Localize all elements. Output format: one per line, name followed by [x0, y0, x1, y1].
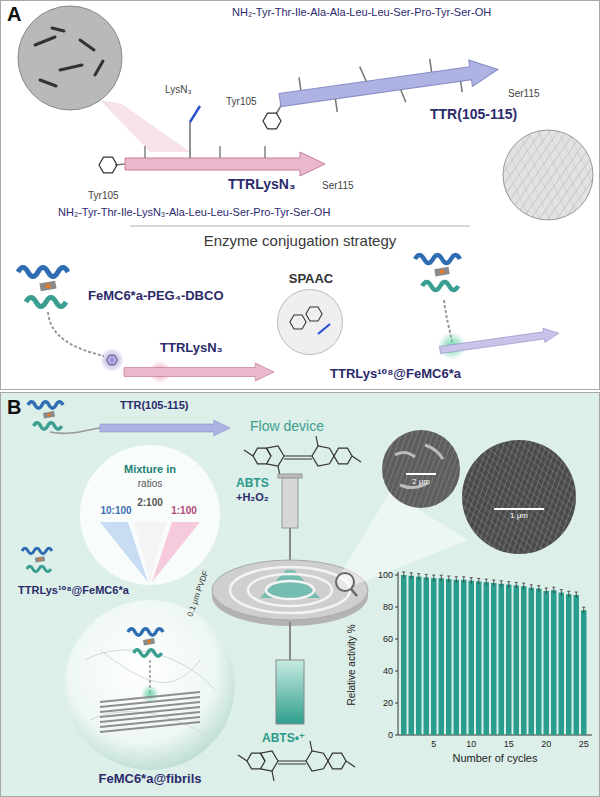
error-bar: [530, 585, 533, 591]
peptide-name: TTR(105-115): [430, 106, 517, 123]
axis-tick: 10: [466, 739, 476, 750]
axis-tick: 25: [579, 739, 589, 750]
axis-tick: 80: [383, 602, 393, 613]
bar: [424, 577, 430, 735]
node-text: 1:100: [171, 505, 197, 517]
axis-tick: 15: [504, 739, 514, 750]
node-text: Mixture in: [124, 463, 176, 476]
section-heading: Enzyme conjugation strategy: [204, 232, 397, 250]
bar: [581, 610, 587, 735]
peptide-sequence: NH₂-Tyr-Thr-Ile-LysN₃-Ala-Leu-Leu-Ser-Pr…: [58, 206, 330, 219]
axis-tick: 40: [383, 666, 393, 677]
axis-title: Relative activity %: [346, 624, 358, 705]
error-bar: [477, 578, 480, 584]
error-bar: [507, 582, 510, 588]
error-bar: [455, 577, 458, 583]
bar: [401, 575, 407, 735]
bar: [416, 577, 422, 735]
bar: [476, 581, 482, 735]
error-bar: [560, 590, 563, 596]
bar: [574, 595, 580, 735]
node-text: 10:100: [100, 505, 131, 517]
axis-tick: 20: [541, 739, 551, 750]
bar: [431, 578, 437, 735]
error-bar: [537, 586, 540, 592]
bar: [566, 594, 572, 735]
error-bar: [582, 607, 585, 613]
axis-title: Number of cycles: [453, 752, 538, 765]
sem-inset: 2 μm: [382, 430, 460, 508]
compound-name: FeMC6*a-PEG₄-DBCO: [88, 288, 224, 304]
bar: [499, 584, 505, 735]
axis-tick: 20: [383, 698, 393, 709]
error-bar: [402, 572, 405, 578]
reaction-circle: SPAAC: [277, 289, 343, 355]
residue-label: Ser115: [508, 88, 540, 100]
sem-inset: 1 μm: [462, 440, 576, 554]
residue-label: Tyr105: [88, 190, 119, 202]
bar: [536, 589, 542, 735]
compound-name: TTRLys¹⁰⁸@FeMC6*a: [18, 584, 129, 597]
bar: [491, 583, 497, 735]
bar: [461, 580, 467, 735]
node-text: A: [7, 2, 21, 26]
error-bar: [515, 582, 518, 588]
compound-name: TTRLysN₃: [160, 340, 223, 356]
bar: [559, 593, 565, 735]
residue-label: Tyr105: [226, 96, 257, 108]
bar: [506, 585, 512, 735]
error-bar: [462, 577, 465, 583]
error-bar: [492, 580, 495, 586]
error-bar: [567, 591, 570, 597]
compound-name: TTRLys¹⁰⁸@FeMC6*a: [330, 366, 461, 382]
product-label: ABTS•⁺: [262, 731, 305, 745]
compound-name: TTR(105-115): [120, 399, 188, 412]
reagent-label: ABTS: [236, 476, 269, 490]
section-heading: Flow device: [250, 418, 324, 435]
error-bar: [575, 592, 578, 598]
bar: [521, 586, 527, 735]
node-text: FeMC6*a@fibrils: [99, 771, 202, 787]
axis-tick: 60: [383, 634, 393, 645]
residue-label: Ser115: [322, 180, 354, 192]
bar: [446, 579, 452, 735]
node-text: ratios: [138, 478, 162, 490]
error-bar: [440, 575, 443, 581]
residue-label: LysN₃: [165, 84, 191, 96]
peptide-sequence: NH₂-Tyr-Thr-Ile-Ala-Ala-Leu-Leu-Ser-Pro-…: [232, 6, 491, 19]
axis-tick: 100: [378, 570, 393, 581]
error-bar: [417, 574, 420, 580]
error-bar: [545, 588, 548, 594]
bar: [529, 588, 535, 735]
bar: [439, 578, 445, 735]
node-text: 1 μm: [510, 511, 528, 521]
axis-tick: 0: [388, 730, 393, 741]
error-bar: [447, 576, 450, 582]
node-text: 2 μm: [412, 477, 430, 487]
node-text: B: [7, 395, 21, 419]
bar: [469, 581, 475, 735]
error-bar: [410, 573, 413, 579]
bar: [454, 580, 460, 735]
bar: [551, 590, 557, 735]
error-bar: [552, 587, 555, 593]
error-bar: [470, 578, 473, 584]
mixture-circle: Mixture in ratios 10:100 2:100 1:100: [80, 445, 220, 585]
error-bar: [432, 575, 435, 581]
axis-tick: 5: [431, 739, 436, 750]
reagent-label: +H₂O₂: [236, 491, 269, 504]
node-text: SPAAC: [289, 271, 334, 287]
node-text: 2:100: [137, 497, 163, 509]
error-bar: [485, 579, 488, 585]
bar: [544, 591, 550, 735]
bar: [484, 582, 490, 735]
bar: [409, 576, 415, 735]
bar: [514, 585, 520, 735]
error-bar: [500, 581, 503, 587]
fibril-sphere: FeMC6*a@fibrils: [65, 600, 235, 770]
error-bar: [522, 583, 525, 589]
peptide-name: TTRLysN₃: [228, 176, 295, 193]
error-bar: [425, 574, 428, 580]
